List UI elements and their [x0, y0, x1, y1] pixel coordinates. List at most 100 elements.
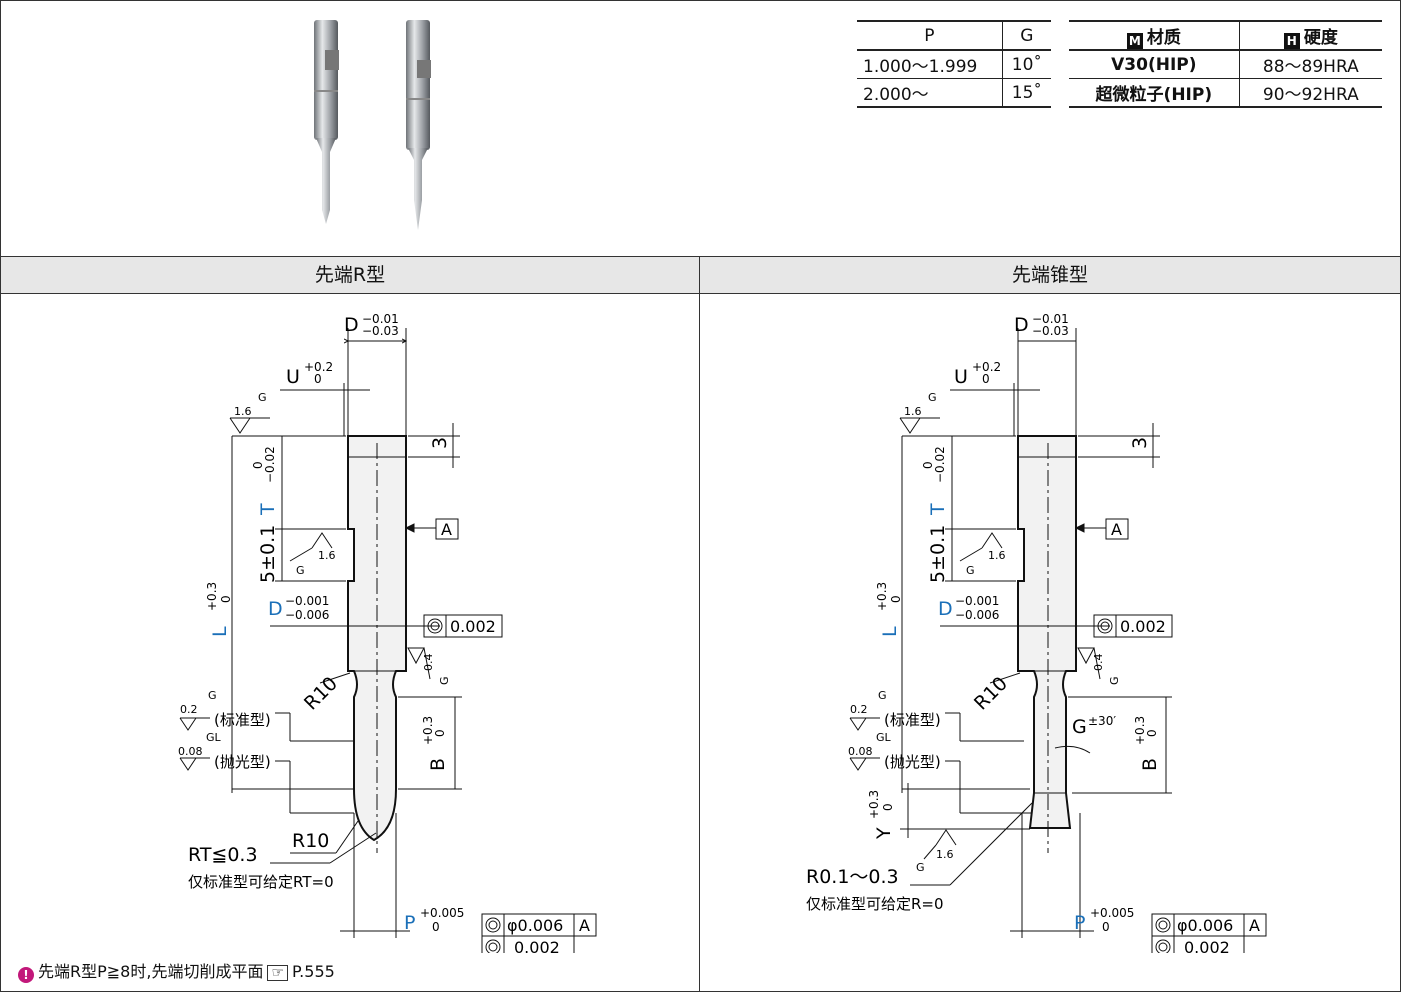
- r-type-drawing: D −0.01 −0.03 U +0.2 0 1.6 G 3 T 0 −0.02…: [178, 312, 597, 953]
- y-label: Y: [873, 827, 895, 840]
- five-label: 5±0.1: [257, 525, 279, 583]
- d-mid-tol-upper: −0.001: [285, 594, 329, 608]
- g-angle-tol: ±30′: [1088, 714, 1116, 728]
- r-note: 仅标准型可给定R=0: [806, 895, 944, 913]
- alert-icon: !: [18, 967, 34, 983]
- l-label: L: [209, 626, 231, 637]
- material-icon: M: [1126, 32, 1143, 49]
- rt-note: 仅标准型可给定RT=0: [188, 873, 334, 891]
- runout-value: 0.002: [514, 938, 560, 953]
- g-label: G: [878, 689, 887, 702]
- g-label: G: [438, 676, 451, 685]
- b-label: B: [427, 758, 449, 771]
- l-tol-lower: 0: [219, 595, 233, 603]
- t-tol-upper: 0: [251, 461, 265, 469]
- u-tol-upper: +0.2: [972, 360, 1001, 374]
- y-tol-upper: +0.3: [867, 790, 881, 819]
- r-range-label: R0.1～0.3: [806, 866, 899, 888]
- runout-value: 0.002: [1120, 617, 1166, 636]
- rough-label: 1.6: [936, 848, 954, 861]
- runout-value: 0.002: [450, 617, 496, 636]
- polish-type-label: (抛光型): [214, 753, 271, 771]
- standard-type-label: (标准型): [214, 711, 271, 729]
- d-mid-label: D: [938, 598, 953, 620]
- p-cell: 2.000～: [857, 78, 1003, 108]
- rough-label: 0.4: [1092, 654, 1105, 672]
- left-section-title: 先端R型: [1, 256, 699, 294]
- footer-note: !先端R型P≧8时,先端切削成平面☞P.555: [18, 958, 335, 983]
- hardness-cell: 90～92HRA: [1239, 78, 1382, 108]
- pin-outline: [1017, 435, 1077, 829]
- rough-label: 0.4: [422, 654, 435, 672]
- g-label: G: [1108, 676, 1121, 685]
- p-header: P: [857, 20, 1003, 51]
- right-section-title: 先端锥型: [700, 256, 1400, 294]
- g-header: G: [1002, 20, 1051, 51]
- pointing-hand-icon: ☞: [267, 965, 289, 981]
- standard-type-label: (标准型): [884, 711, 941, 729]
- tip-r10-label: R10: [292, 830, 329, 852]
- pin-r-type-photo: [314, 20, 339, 224]
- coaxiality-value: φ0.006: [1177, 916, 1233, 935]
- r10-label: R10: [970, 673, 1012, 715]
- b-tol-lower: 0: [1145, 729, 1159, 737]
- d-top-tol-lower: −0.03: [362, 324, 399, 338]
- rt-label: RT≦0.3: [188, 844, 258, 866]
- p-label: P: [404, 912, 415, 934]
- polish-type-label: (抛光型): [884, 753, 941, 771]
- p-cell: 1.000～1.999: [857, 50, 1003, 79]
- d-top-tol-upper: −0.01: [362, 312, 399, 326]
- t-tol-lower: −0.02: [263, 446, 277, 483]
- l-tol-upper: +0.3: [875, 582, 889, 611]
- b-tol-lower: 0: [433, 729, 447, 737]
- g-angle-label: G: [1072, 716, 1087, 738]
- u-tol-upper: +0.2: [304, 360, 333, 374]
- d-top-tol-lower: −0.03: [1032, 324, 1069, 338]
- d-top-label: D: [344, 314, 359, 336]
- p-tol-upper: +0.005: [1090, 906, 1134, 920]
- b-tol-upper: +0.3: [1133, 716, 1147, 745]
- page-reference-link[interactable]: P.555: [292, 962, 335, 981]
- y-tol-lower: 0: [881, 803, 895, 811]
- l-label: L: [879, 626, 901, 637]
- datum-label: A: [441, 520, 452, 539]
- u-tol-lower: 0: [982, 372, 990, 386]
- rough-label: 1.6: [988, 549, 1006, 562]
- d-top-label: D: [1014, 314, 1029, 336]
- u-tol-lower: 0: [314, 372, 322, 386]
- rough-label: 1.6: [234, 405, 252, 418]
- g-label: G: [296, 564, 305, 577]
- three-label: 3: [429, 437, 451, 449]
- t-tol-lower: −0.02: [933, 446, 947, 483]
- datum-label: A: [1111, 520, 1122, 539]
- pin-taper-type-photo: [406, 20, 431, 230]
- g-cell: 10˚: [1002, 50, 1051, 79]
- g-label: G: [916, 861, 925, 874]
- u-label: U: [286, 366, 300, 388]
- g-label: G: [966, 564, 975, 577]
- rough-label: 0.2: [180, 703, 198, 716]
- gl-label: GL: [206, 731, 222, 744]
- rough-label: 0.08: [178, 745, 203, 758]
- rough-label: 0.2: [850, 703, 868, 716]
- taper-type-drawing: D −0.01 −0.03 U +0.2 0 1.6 G 3 T 0 −0.02…: [806, 312, 1267, 953]
- l-tol-lower: 0: [889, 595, 903, 603]
- g-label: G: [208, 689, 217, 702]
- three-label: 3: [1129, 437, 1151, 449]
- t-tol-upper: 0: [921, 461, 935, 469]
- d-mid-label: D: [268, 598, 283, 620]
- d-top-tol-upper: −0.01: [1032, 312, 1069, 326]
- g-cell: 15˚: [1002, 78, 1051, 108]
- material-cell: 超微粒子(HIP): [1069, 78, 1240, 108]
- b-label: B: [1139, 758, 1161, 771]
- g-label: G: [258, 391, 267, 404]
- d-mid-tol-lower: −0.006: [285, 608, 329, 622]
- p-tol-upper: +0.005: [420, 906, 464, 920]
- product-photo: [314, 20, 431, 230]
- d-mid-tol-lower: −0.006: [955, 608, 999, 622]
- rough-label: 1.6: [318, 549, 336, 562]
- g-label: G: [928, 391, 937, 404]
